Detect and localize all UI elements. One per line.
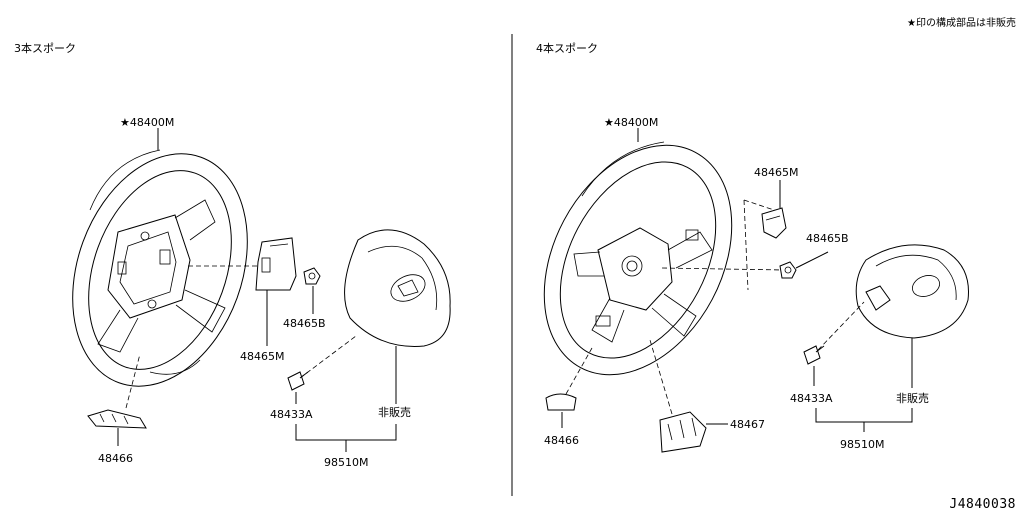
right-label-cover-bottom: 48467: [730, 418, 765, 431]
left-label-assembly: 98510M: [324, 456, 368, 469]
right-label-not-sold: 非販売: [896, 392, 929, 405]
right-label-assembly: 98510M: [840, 438, 884, 451]
right-label-cover-left: 48466: [544, 434, 579, 447]
left-panel: 3本スポーク ★48400M: [14, 41, 451, 469]
drawing-id: J4840038: [949, 497, 1016, 512]
left-label-wheel: ★48400M: [120, 116, 174, 129]
left-bolt-48433A[interactable]: [287, 371, 309, 391]
right-bolt-48433A[interactable]: [803, 345, 825, 365]
left-label-not-sold: 非販売: [378, 406, 411, 419]
right-label-wheel: ★48400M: [604, 116, 658, 129]
left-nut-48465B[interactable]: [303, 267, 321, 285]
right-assembly-bracket: [815, 408, 913, 423]
left-switch-48465M[interactable]: [255, 237, 297, 291]
left-assembly-bracket: [295, 424, 397, 441]
left-panel-title: 3本スポーク: [14, 41, 76, 55]
right-bolt-link: [817, 301, 865, 351]
left-label-cover: 48466: [98, 452, 133, 465]
right-cover-48466[interactable]: [545, 393, 577, 411]
right-switch-48465M[interactable]: [761, 207, 787, 239]
right-airbag-module[interactable]: [855, 244, 969, 339]
left-bolt-link: [299, 335, 357, 379]
right-steering-wheel[interactable]: [507, 113, 770, 407]
header-note: ★印の構成部品は非販売: [907, 16, 1016, 29]
left-label-switch: 48465M: [240, 350, 284, 363]
right-cover-left-link: [565, 347, 593, 395]
left-airbag-module[interactable]: [344, 229, 451, 347]
left-cover-48466[interactable]: [87, 409, 147, 429]
right-panel: 4本スポーク ★48400M 48465M: [507, 41, 969, 453]
right-label-bolt: 48433A: [790, 392, 833, 405]
right-nut-48465B[interactable]: [779, 261, 797, 279]
right-switch-link: [661, 199, 785, 291]
right-nut-leader: [795, 251, 829, 269]
right-cover-48467[interactable]: [659, 411, 707, 453]
left-label-nut: 48465B: [283, 317, 326, 330]
left-steering-wheel[interactable]: [42, 129, 278, 411]
right-panel-title: 4本スポーク: [536, 41, 598, 55]
left-cover-link: [125, 353, 141, 409]
right-cover-bottom-link: [649, 339, 673, 415]
left-label-bolt: 48433A: [270, 408, 313, 421]
right-label-nut: 48465B: [806, 232, 849, 245]
right-label-switch: 48465M: [754, 166, 798, 179]
